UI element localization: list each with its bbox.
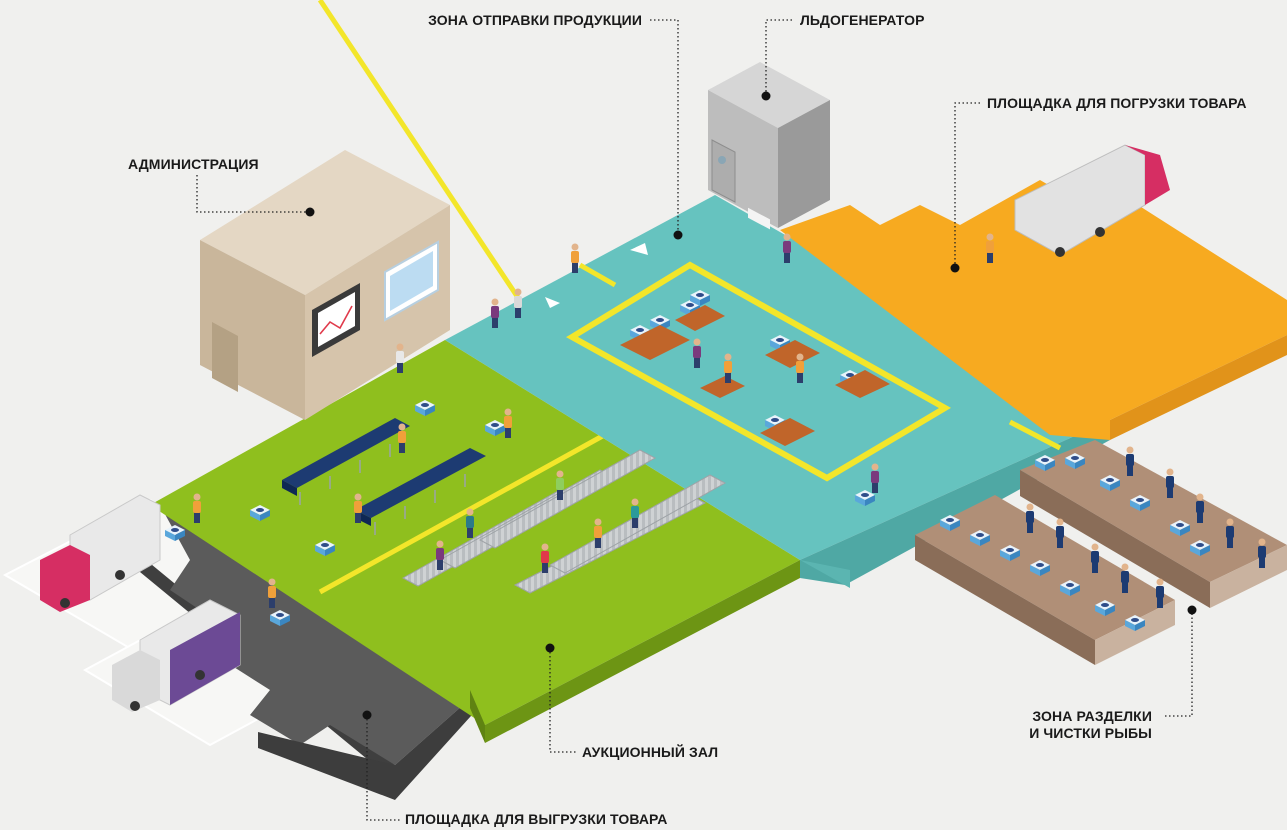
worker-13	[398, 423, 406, 453]
pallets	[620, 305, 890, 446]
worker-26	[1258, 538, 1266, 568]
fish-crate-16	[315, 540, 335, 556]
fish-crate-29	[1095, 600, 1115, 616]
shipping-floor	[445, 195, 1110, 588]
label-fish-processing-line1: ЗОНА РАЗДЕЛКИ	[1032, 708, 1152, 724]
leader-dots	[305, 91, 1197, 720]
worker-18	[436, 540, 444, 570]
fish-crate-21	[1130, 495, 1150, 511]
fish-crate-26	[1000, 545, 1020, 561]
fish-crate-24	[940, 515, 960, 531]
fish-crate-11	[415, 400, 435, 416]
worker-5	[693, 338, 701, 368]
worker-25	[1226, 518, 1234, 548]
worker-30	[1121, 563, 1129, 593]
label-fish-processing-line2: И ЧИСТКИ РЫБЫ	[1029, 725, 1152, 741]
fish-crate-22	[1170, 520, 1190, 536]
worker-31	[1156, 578, 1164, 608]
worker-8	[783, 233, 791, 263]
truck-purple-left	[112, 599, 241, 712]
fish-crate-12	[485, 420, 505, 436]
worker-16	[556, 470, 564, 500]
worker-4	[396, 343, 404, 373]
loading-floor	[780, 180, 1287, 440]
worker-10	[986, 233, 994, 263]
worker-3	[514, 288, 522, 318]
worker-2	[491, 298, 499, 328]
worker-22	[1126, 446, 1134, 476]
worker-28	[1056, 518, 1064, 548]
worker-23	[1166, 468, 1174, 498]
worker-15	[354, 493, 362, 523]
auction-floor	[150, 0, 800, 743]
label-administration: АДМИНИСТРАЦИЯ	[128, 156, 259, 172]
worker-6	[724, 353, 732, 383]
worker-7	[796, 353, 804, 383]
leader-lines	[196, 19, 1193, 821]
conveyor-belts	[282, 418, 486, 535]
worker-11	[193, 493, 201, 523]
fish-crate-27	[1030, 560, 1050, 576]
worker-1	[571, 243, 579, 273]
worker-21	[631, 498, 639, 528]
fish-crate-23	[1190, 540, 1210, 556]
fish-crate-20	[1100, 475, 1120, 491]
fish-crate-18	[1035, 455, 1055, 471]
truck-red-left	[40, 494, 161, 612]
fish-crate-30	[1125, 615, 1145, 631]
fish-crate-13	[165, 525, 185, 541]
ice-generator	[708, 62, 830, 230]
fish-crate-15	[270, 610, 290, 626]
label-shipping-zone: ЗОНА ОТПРАВКИ ПРОДУКЦИИ	[428, 12, 642, 28]
worker-19	[541, 543, 549, 573]
label-loading-area: ПЛОЩАДКА ДЛЯ ПОГРУЗКИ ТОВАРА	[987, 95, 1247, 111]
label-fish-processing: ЗОНА РАЗДЕЛКИ И ЧИСТКИ РЫБЫ	[1029, 708, 1152, 742]
worker-20	[594, 518, 602, 548]
worker-17	[466, 508, 474, 538]
fish-crate-17	[855, 490, 875, 506]
worker-27	[1026, 503, 1034, 533]
workers	[193, 233, 1266, 608]
fish-crate-5	[770, 335, 790, 351]
label-ice-generator: ЛЬДОГЕНЕРАТОР	[800, 12, 925, 28]
fish-crate-28	[1060, 580, 1080, 596]
fish-crate-19	[1065, 453, 1085, 469]
worker-14	[504, 408, 512, 438]
worker-9	[871, 463, 879, 493]
worker-12	[268, 578, 276, 608]
worker-24	[1196, 493, 1204, 523]
fish-crate-25	[970, 530, 990, 546]
fish-crates	[165, 290, 1210, 631]
label-unloading-area: ПЛОЩАДКА ДЛЯ ВЫГРУЗКИ ТОВАРА	[405, 811, 668, 827]
fish-crate-4	[690, 290, 710, 306]
administration-building	[200, 150, 450, 420]
label-auction-hall: АУКЦИОННЫЙ ЗАЛ	[582, 744, 719, 760]
truck-right	[1014, 144, 1170, 257]
worker-29	[1091, 543, 1099, 573]
fish-crate-14	[250, 505, 270, 521]
